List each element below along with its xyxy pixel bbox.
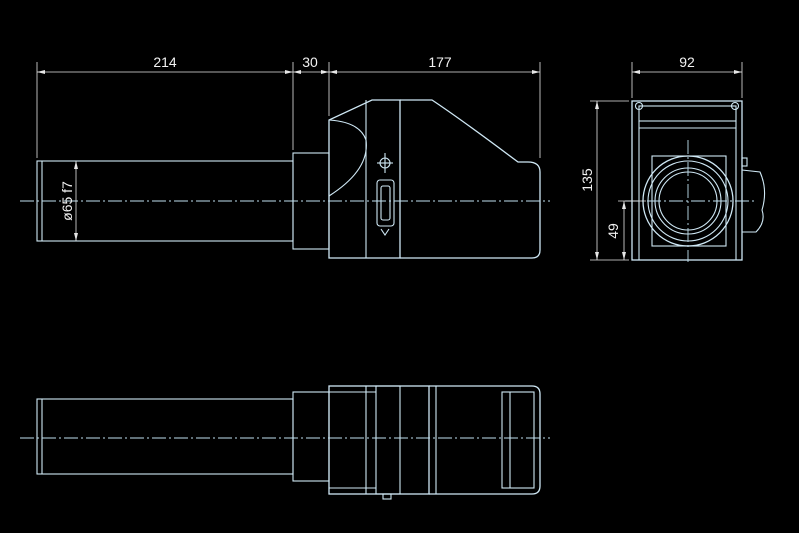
dim-label-collar-length: 30 bbox=[302, 54, 318, 70]
arrow bbox=[632, 70, 640, 74]
side-head-body bbox=[328, 99, 401, 259]
top-head-band bbox=[375, 385, 401, 495]
end-side-connector bbox=[741, 169, 766, 233]
top-view bbox=[20, 385, 550, 500]
arrow bbox=[532, 70, 540, 74]
arrow bbox=[622, 201, 626, 209]
top-nose-inner bbox=[501, 391, 535, 489]
end-view-dimensions: 92 135 49 bbox=[579, 54, 743, 261]
screw bbox=[730, 101, 740, 111]
end-housing bbox=[631, 100, 743, 261]
top-dimension-chain: 214 30 177 bbox=[36, 54, 541, 158]
arrow bbox=[329, 70, 337, 74]
top-collar bbox=[292, 391, 330, 482]
dim-label-head-length: 177 bbox=[428, 54, 452, 70]
arrow bbox=[74, 233, 78, 241]
top-head-body bbox=[328, 385, 430, 495]
end-cover bbox=[638, 105, 737, 122]
diameter-dimension: ø65 f7 bbox=[59, 161, 78, 241]
arrow bbox=[622, 252, 626, 260]
arrow bbox=[734, 70, 742, 74]
top-tube bbox=[36, 398, 294, 475]
side-nose bbox=[400, 99, 541, 259]
side-view bbox=[20, 99, 550, 259]
side-adjust-arrow bbox=[380, 228, 390, 236]
screw bbox=[634, 101, 644, 111]
arrow bbox=[37, 70, 45, 74]
side-head-curve bbox=[328, 119, 367, 197]
arrow bbox=[74, 161, 78, 169]
side-connector bbox=[376, 179, 395, 227]
arrow bbox=[293, 70, 301, 74]
dim-label-end-height: 135 bbox=[579, 168, 595, 192]
dim-label-diameter: ø65 f7 bbox=[59, 181, 75, 221]
top-band-knob bbox=[382, 493, 392, 500]
top-nose bbox=[429, 385, 541, 495]
arrow bbox=[285, 70, 293, 74]
dim-label-axis-height: 49 bbox=[605, 223, 621, 239]
arrow bbox=[321, 70, 329, 74]
arrow bbox=[595, 252, 599, 260]
side-connector-inner bbox=[380, 185, 391, 221]
arrow bbox=[595, 101, 599, 109]
dim-label-tube-length: 214 bbox=[153, 54, 177, 70]
dim-label-end-width: 92 bbox=[679, 54, 695, 70]
end-view bbox=[625, 100, 766, 262]
end-side-tab bbox=[741, 157, 748, 167]
